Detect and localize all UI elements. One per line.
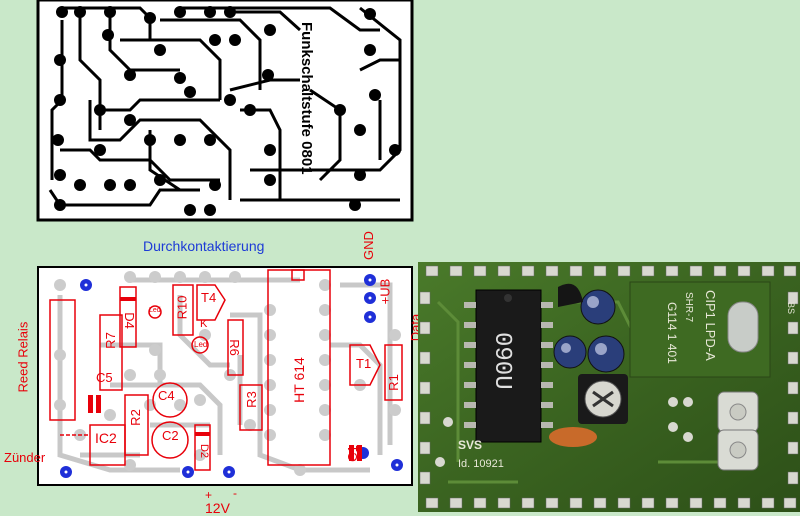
pcb-top-layout: Funkschaltstufe 0801 [36,0,414,222]
id-text: Id. 10921 [458,458,504,470]
r6-label: R6 [226,339,242,356]
side-text: BS [786,302,796,314]
voltage-label: 12V [205,500,230,516]
c5-label: C5 [96,370,113,385]
power-minus-label: - [233,486,237,500]
pcb-marking: Funkschaltstufe 0801 [298,22,315,175]
module-text3: G114 1 401 [665,302,679,364]
reed-relais-label: Reed Relais [15,321,31,393]
module-photo: 090U CIP1 LPD-A SHR-7 G114 1 401 SVS Id.… [418,262,800,512]
ic-ht614-label: HT 614 [290,357,307,403]
power-plus-label: + [205,488,213,502]
r10-label: R10 [174,295,190,320]
k-label: K [200,318,208,330]
t1-label: T1 [356,356,372,371]
c2-label: C2 [162,428,179,443]
t4-label: T4 [201,290,217,305]
d4-label: D4 [121,312,137,329]
r3-label: R3 [243,391,259,408]
chip-marking: 090U [488,332,515,390]
module-text2: SHR-7 [683,292,694,322]
module-text1: CIP1 LPD-A [703,290,718,361]
r7-label: R7 [102,332,118,349]
c1-label: C1 [344,445,360,462]
durchkontaktierung-label: Durchkontaktierung [143,238,265,254]
r2-label: R2 [127,409,143,426]
gnd-label: GND [360,231,376,260]
ic2-label: IC2 [95,430,117,446]
d2-label: D2 [198,443,211,459]
component-layout [37,266,413,486]
svs-text: SVS [458,438,482,452]
ub-label: +UB [377,278,393,305]
zuender-label: Zünder [4,450,46,465]
led-label: Led [194,340,208,349]
led-small-label: Led [149,307,161,314]
c4-label: C4 [158,388,175,403]
r1-label: R1 [385,374,401,391]
